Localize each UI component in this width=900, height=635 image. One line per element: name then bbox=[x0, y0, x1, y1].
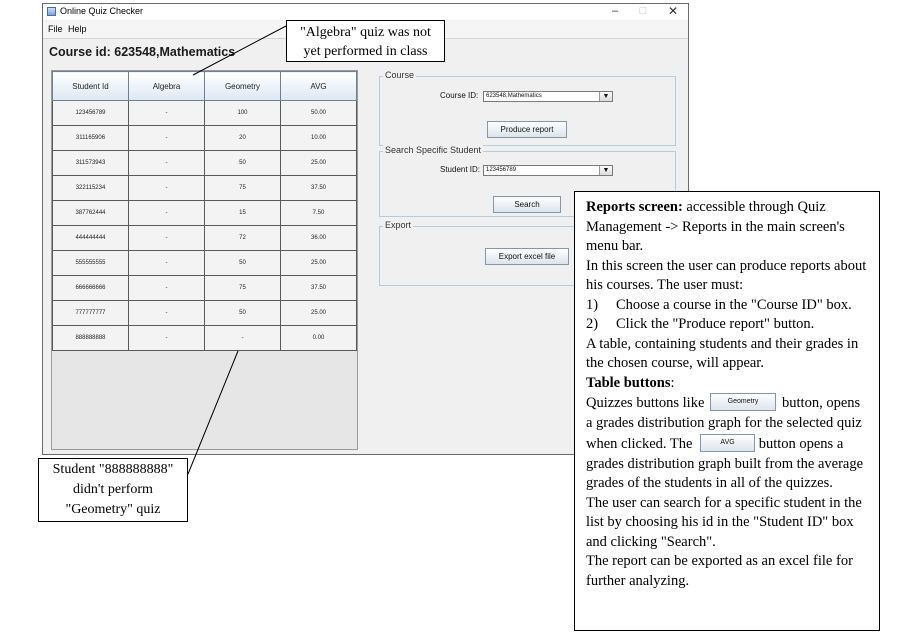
student-callout-line-2: didn't perform bbox=[73, 482, 153, 497]
cell-student-id: 311573943 bbox=[52, 150, 129, 176]
grades-table: Student Id Algebra Geometry AVG 12345678… bbox=[52, 71, 357, 351]
cell-student-id: 387762444 bbox=[52, 200, 129, 226]
reports-para-2: A table, containing students and their g… bbox=[586, 335, 859, 372]
cell-avg: 25.00 bbox=[280, 150, 357, 176]
close-button[interactable]: ✕ bbox=[667, 4, 679, 18]
cell-avg: 37.50 bbox=[280, 175, 357, 201]
cell-geometry: 75 bbox=[204, 275, 281, 301]
export-panel-title: Export bbox=[383, 220, 414, 230]
course-id-combobox[interactable]: 623548,Mathematics ▼ bbox=[483, 91, 613, 102]
menu-file[interactable]: File bbox=[48, 24, 63, 34]
column-header-student-id[interactable]: Student Id bbox=[52, 71, 129, 101]
cell-avg: 10.00 bbox=[280, 125, 357, 151]
course-panel: Course Course ID: 623548,Mathematics ▼ P… bbox=[379, 70, 676, 146]
chevron-down-icon[interactable]: ▼ bbox=[599, 92, 612, 101]
algebra-callout-line-1: "Algebra" quiz was not bbox=[300, 25, 431, 40]
student-callout-line bbox=[187, 350, 239, 475]
cell-student-id: 666666666 bbox=[52, 275, 129, 301]
cell-algebra: - bbox=[128, 150, 205, 176]
table-buttons-heading: Table buttons: bbox=[586, 374, 675, 391]
title-bar: Online Quiz Checker – □ ✕ bbox=[43, 4, 688, 20]
reports-para-3: The user can search for a specific stude… bbox=[586, 494, 862, 550]
algebra-callout: "Algebra" quiz was not yet performed in … bbox=[286, 20, 445, 62]
cell-avg: 7.50 bbox=[280, 200, 357, 226]
cell-algebra: - bbox=[128, 175, 205, 201]
maximize-button[interactable]: □ bbox=[639, 5, 647, 17]
student-callout-line-3: "Geometry" quiz bbox=[65, 502, 161, 517]
cell-student-id: 555555555 bbox=[52, 250, 129, 276]
search-student-panel: Search Specific Student Student ID: 1234… bbox=[379, 145, 676, 217]
table-row: 888888888--0.00 bbox=[52, 325, 357, 351]
algebra-callout-line-2: yet performed in class bbox=[303, 44, 428, 59]
geometry-button-sample: Geometry bbox=[710, 393, 777, 411]
cell-student-id: 311165906 bbox=[52, 125, 129, 151]
window-title: Online Quiz Checker bbox=[60, 6, 144, 16]
table-header-row: Student Id Algebra Geometry AVG bbox=[52, 71, 357, 101]
course-id-value: 623548,Mathematics bbox=[486, 93, 542, 99]
chevron-down-icon[interactable]: ▼ bbox=[599, 166, 612, 175]
cell-geometry: 100 bbox=[204, 100, 281, 126]
column-header-avg[interactable]: AVG bbox=[280, 71, 357, 101]
search-button[interactable]: Search bbox=[493, 196, 561, 213]
course-heading: Course id: 623548,Mathematics bbox=[49, 45, 236, 59]
reports-para-1: In this screen the user can produce repo… bbox=[586, 257, 867, 294]
student-id-combobox[interactable]: 123456789 ▼ bbox=[483, 165, 613, 176]
cell-avg: 0.00 bbox=[280, 325, 357, 351]
minimize-button[interactable]: – bbox=[611, 5, 619, 17]
cell-avg: 50.00 bbox=[280, 100, 357, 126]
cell-student-id: 322115234 bbox=[52, 175, 129, 201]
cell-algebra: - bbox=[128, 200, 205, 226]
cell-algebra: - bbox=[128, 275, 205, 301]
produce-report-button[interactable]: Produce report bbox=[487, 121, 567, 138]
student-callout: Student "888888888" didn't perform "Geom… bbox=[38, 458, 188, 522]
reports-heading: Reports screen: bbox=[586, 199, 683, 215]
search-panel-title: Search Specific Student bbox=[383, 145, 484, 155]
export-excel-button[interactable]: Export excel file bbox=[485, 248, 569, 265]
student-id-value: 123456789 bbox=[486, 167, 517, 173]
reports-para-4: The report can be exported as an excel f… bbox=[586, 553, 853, 589]
cell-avg: 25.00 bbox=[280, 250, 357, 276]
cell-algebra: - bbox=[128, 250, 205, 276]
cell-algebra: - bbox=[128, 100, 205, 126]
course-id-label: Course ID: bbox=[440, 91, 479, 100]
app-window: Online Quiz Checker – □ ✕ File Help Cour… bbox=[42, 3, 689, 455]
reports-description-callout: Reports screen: accessible through Quiz … bbox=[574, 191, 880, 631]
app-icon bbox=[47, 7, 56, 16]
grades-table-panel: Student Id Algebra Geometry AVG 12345678… bbox=[51, 70, 358, 450]
avg-button-sample: AVG bbox=[700, 433, 756, 452]
reports-step-1: 1)Choose a course in the "Course ID" box… bbox=[586, 296, 852, 313]
column-header-geometry[interactable]: Geometry bbox=[204, 71, 281, 101]
cell-avg: 25.00 bbox=[280, 300, 357, 326]
course-panel-title: Course bbox=[383, 70, 417, 80]
cell-geometry: 75 bbox=[204, 175, 281, 201]
cell-geometry: 50 bbox=[204, 150, 281, 176]
student-id-label: Student ID: bbox=[440, 165, 481, 174]
cell-student-id: 888888888 bbox=[52, 325, 129, 351]
reports-step-2: 2)Click the "Produce report" button. bbox=[586, 316, 815, 332]
export-panel: Export Export excel file bbox=[379, 220, 676, 286]
student-callout-line-1: Student "888888888" bbox=[52, 462, 174, 477]
menu-help[interactable]: Help bbox=[68, 24, 87, 34]
algebra-callout-line bbox=[192, 25, 287, 76]
reports-intro: Reports screen: accessible through Quiz … bbox=[586, 199, 845, 254]
